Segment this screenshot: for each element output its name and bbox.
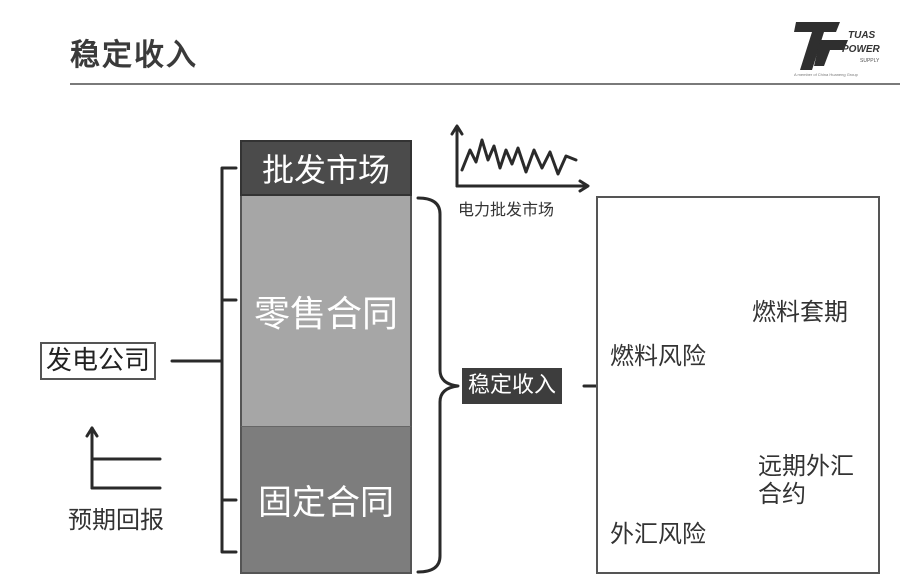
logo-tagline: A member of China Huaneng Group xyxy=(794,72,859,77)
wholesale-chart-label: 电力批发市场 xyxy=(458,200,555,219)
expected-return-label: 预期回报 xyxy=(68,506,164,534)
power-company-label: 发电公司 xyxy=(40,342,157,380)
logo-text-2: POWER xyxy=(842,44,881,55)
logo-text-1: TUAS xyxy=(848,30,876,41)
fx-forward-contract-line1: 远期外汇 xyxy=(758,452,854,480)
logo-text-3: SUPPLY xyxy=(860,58,880,64)
fuel-risk-label: 燃料风险 xyxy=(610,342,706,370)
wholesale-market-block: 批发市场 xyxy=(240,140,412,196)
title-divider xyxy=(70,83,900,85)
right-curly-bracket xyxy=(416,196,460,574)
fuel-hedge-label: 燃料套期 xyxy=(752,298,848,326)
company-logo: TUAS POWER SUPPLY A member of China Huan… xyxy=(790,14,890,78)
retail-contract-block: 零售合同 xyxy=(240,196,412,426)
stable-income-box: 稳定收入 xyxy=(462,368,563,404)
expected-return-chart xyxy=(85,426,162,490)
fx-risk-label: 外汇风险 xyxy=(610,520,706,548)
wholesale-market-chart xyxy=(450,124,590,193)
fx-forward-contract-label: 远期外汇 合约 xyxy=(758,452,854,508)
logo-mark-icon: TUAS POWER SUPPLY A member of China Huan… xyxy=(794,22,881,77)
page-title: 稳定收入 xyxy=(70,38,198,73)
fixed-contract-block: 固定合同 xyxy=(240,426,412,574)
risk-hedging-panel xyxy=(596,196,880,574)
left-bracket xyxy=(220,166,238,554)
fx-forward-contract-line2: 合约 xyxy=(758,480,806,508)
